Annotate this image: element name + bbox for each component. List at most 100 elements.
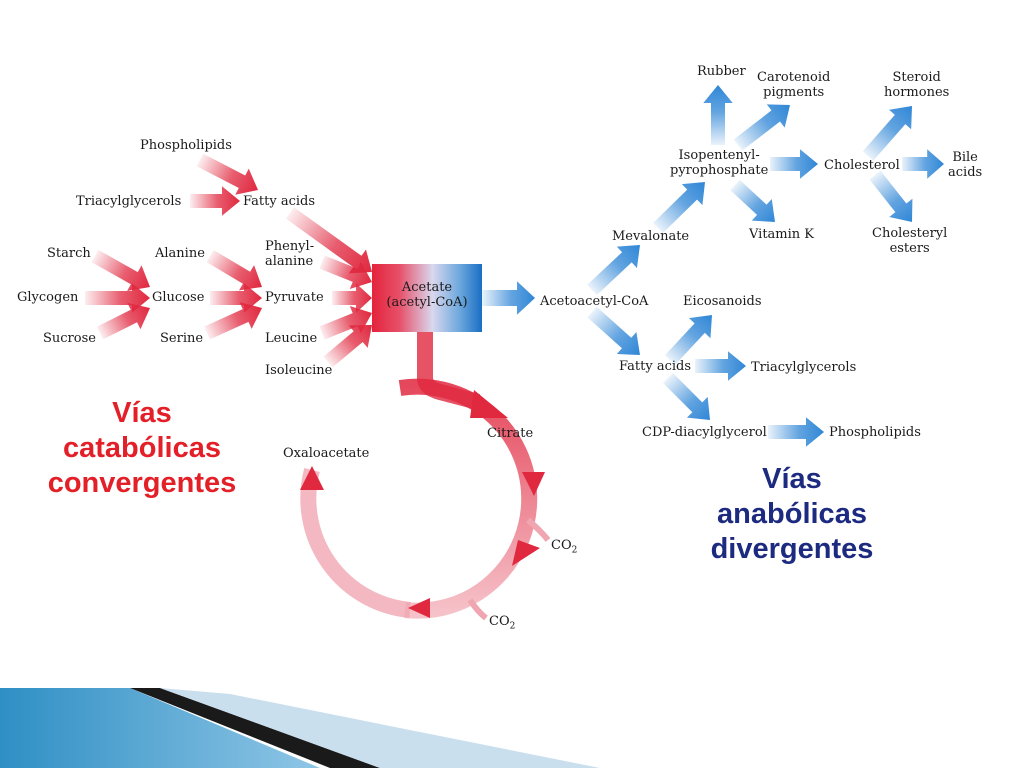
arrow-serine-to-pyruvate — [204, 302, 263, 340]
acetyl-coa-label: Acetate (acetyl-CoA) — [372, 280, 482, 310]
arrow-cholesterol-to-steroid — [862, 106, 913, 161]
arrow-phospholipids-to-fatty-acids — [196, 153, 258, 195]
cycle-arrowhead-co2a — [512, 540, 540, 566]
node-fatty-acids-right: Fatty acids — [619, 359, 691, 374]
co2-a-text: CO — [551, 538, 572, 553]
node-cholesterol: Cholesterol — [824, 158, 900, 173]
arrow-cholesterol-to-bile — [902, 149, 944, 179]
anabolic-heading: Vías anabólicas divergentes — [672, 462, 912, 567]
cycle-arrowhead-citrate — [470, 390, 508, 418]
node-serine: Serine — [160, 331, 204, 346]
arrow-acetoacetyl-to-mevalonate — [587, 245, 640, 296]
arrow-isopentenyl-to-vitamin-k-shape — [730, 179, 775, 222]
cholesteryl-line2: esters — [889, 241, 930, 256]
arrow-triacylglycerols-to-fatty-acids — [190, 186, 240, 216]
bottom-decoration — [0, 688, 600, 768]
node-pyruvate: Pyruvate — [265, 290, 324, 305]
arrow-acetoacetyl-to-fatty-acids — [587, 306, 640, 355]
node-starch: Starch — [47, 246, 91, 261]
node-phenylalanine: Phenyl- alanine — [265, 239, 314, 269]
acetate-line2: (acetyl-CoA) — [386, 295, 468, 310]
node-bile-acids: Bile acids — [948, 150, 982, 180]
arrow-cdp-to-phospholipids-shape — [768, 417, 824, 447]
arrow-sucrose-to-glucose-shape — [96, 302, 150, 340]
node-triacylglycerols-left: Triacylglycerols — [76, 194, 182, 209]
node-mevalonate: Mevalonate — [612, 229, 690, 244]
node-glucose: Glucose — [152, 290, 205, 305]
catabolic-line1: Vías — [112, 397, 172, 429]
arrow-isopentenyl-to-rubber — [703, 85, 733, 145]
phenylalanine-line2: alanine — [265, 254, 314, 269]
arrow-isopentenyl-to-rubber-shape — [703, 85, 733, 145]
acetyl-coa-box — [372, 264, 482, 332]
band-dark — [130, 688, 380, 768]
arrow-sucrose-to-glucose — [96, 302, 150, 340]
node-vitamin-k: Vitamin K — [749, 227, 814, 242]
arrow-isoleucine-to-acetate — [323, 325, 372, 368]
node-phospholipids-left: Phospholipids — [140, 138, 232, 153]
catabolic-line3: convergentes — [47, 467, 237, 499]
carotenoid-line1: Carotenoid — [757, 70, 831, 85]
arrow-phospholipids-to-fatty-acids-shape — [196, 153, 258, 195]
cycle-ring-left — [300, 467, 411, 618]
node-cdp-diacylglycerol: CDP-diacylglycerol — [642, 425, 767, 440]
arrow-fatty-acids-to-triacylglycerols-shape — [695, 351, 746, 381]
node-co2-a: CO2 — [551, 538, 577, 559]
anabolic-arrows — [482, 85, 944, 447]
co2-b-sub: 2 — [509, 621, 516, 632]
arrow-fatty-acids-to-acetate — [285, 207, 372, 274]
bile-line1: Bile — [952, 150, 978, 165]
arrow-pyruvate-to-acetate — [332, 283, 372, 313]
arrow-cdp-to-phospholipids — [768, 417, 824, 447]
arrow-acetoacetyl-to-mevalonate-shape — [587, 245, 640, 296]
arrow-serine-to-pyruvate-shape — [204, 302, 263, 340]
node-rubber: Rubber — [697, 64, 746, 79]
node-phospholipids-right: Phospholipids — [829, 425, 921, 440]
node-triacylglycerols-right: Triacylglycerols — [751, 360, 857, 375]
node-oxaloacetate: Oxaloacetate — [283, 446, 370, 461]
arrow-acetate-to-acetoacetyl-shape — [482, 281, 535, 315]
arrow-acetoacetyl-to-fatty-acids-shape — [587, 306, 640, 355]
node-eicosanoids: Eicosanoids — [683, 294, 762, 309]
arrow-alanine-to-pyruvate-shape — [206, 249, 262, 291]
acetate-line1: Acetate — [401, 280, 453, 295]
bile-line2: acids — [948, 165, 983, 180]
arrow-phenylalanine-to-acetate — [319, 255, 372, 289]
arrow-starch-to-glucose — [91, 249, 151, 291]
band-teal — [0, 688, 320, 768]
catabolic-heading: Vías catabólicas convergentes — [22, 396, 262, 501]
arrow-fatty-acids-to-eicosanoids — [664, 314, 713, 365]
citric-acid-cycle — [300, 332, 551, 621]
node-cholesteryl-esters: Cholesteryl esters — [872, 226, 947, 256]
co2-a-sub: 2 — [571, 545, 578, 556]
node-sucrose: Sucrose — [43, 331, 96, 346]
cycle-arrowhead-right — [522, 472, 545, 496]
arrow-alanine-to-pyruvate — [206, 249, 262, 291]
arrow-acetate-to-acetoacetyl — [482, 281, 535, 315]
node-acetoacetyl-coa: Acetoacetyl-CoA — [540, 294, 649, 309]
node-isoleucine: Isoleucine — [265, 363, 333, 378]
catabolic-line2: catabólicas — [63, 432, 221, 464]
carotenoid-line2: pigments — [763, 85, 825, 100]
arrow-isopentenyl-to-carotenoid-shape — [733, 104, 791, 151]
arrow-isopentenyl-to-carotenoid — [733, 104, 791, 151]
steroid-line2: hormones — [884, 85, 950, 100]
isopentenyl-line2: pyrophosphate — [670, 163, 769, 178]
arrow-fatty-acids-to-triacylglycerols — [695, 351, 746, 381]
node-co2-b: CO2 — [489, 614, 515, 635]
catabolic-arrows — [85, 153, 372, 368]
isopentenyl-line1: Isopentenyl- — [678, 148, 760, 163]
arrow-fatty-acids-to-acetate-shape — [285, 207, 372, 274]
cholesteryl-line1: Cholesteryl — [872, 226, 948, 241]
anabolic-line1: Vías — [762, 463, 822, 495]
arrow-isopentenyl-to-cholesterol-shape — [770, 149, 818, 179]
arrow-mevalonate-to-isopentenyl — [653, 181, 705, 234]
node-glycogen: Glycogen — [17, 290, 79, 305]
node-isopentenyl-pyrophosphate: Isopentenyl- pyrophosphate — [670, 148, 768, 178]
arrow-cholesterol-to-bile-shape — [902, 149, 944, 179]
arrow-phenylalanine-to-acetate-shape — [319, 255, 372, 289]
arrow-isopentenyl-to-vitamin-k — [730, 179, 775, 222]
arrow-cholesterol-to-cholesteryl — [869, 170, 913, 223]
node-citrate: Citrate — [487, 426, 534, 441]
